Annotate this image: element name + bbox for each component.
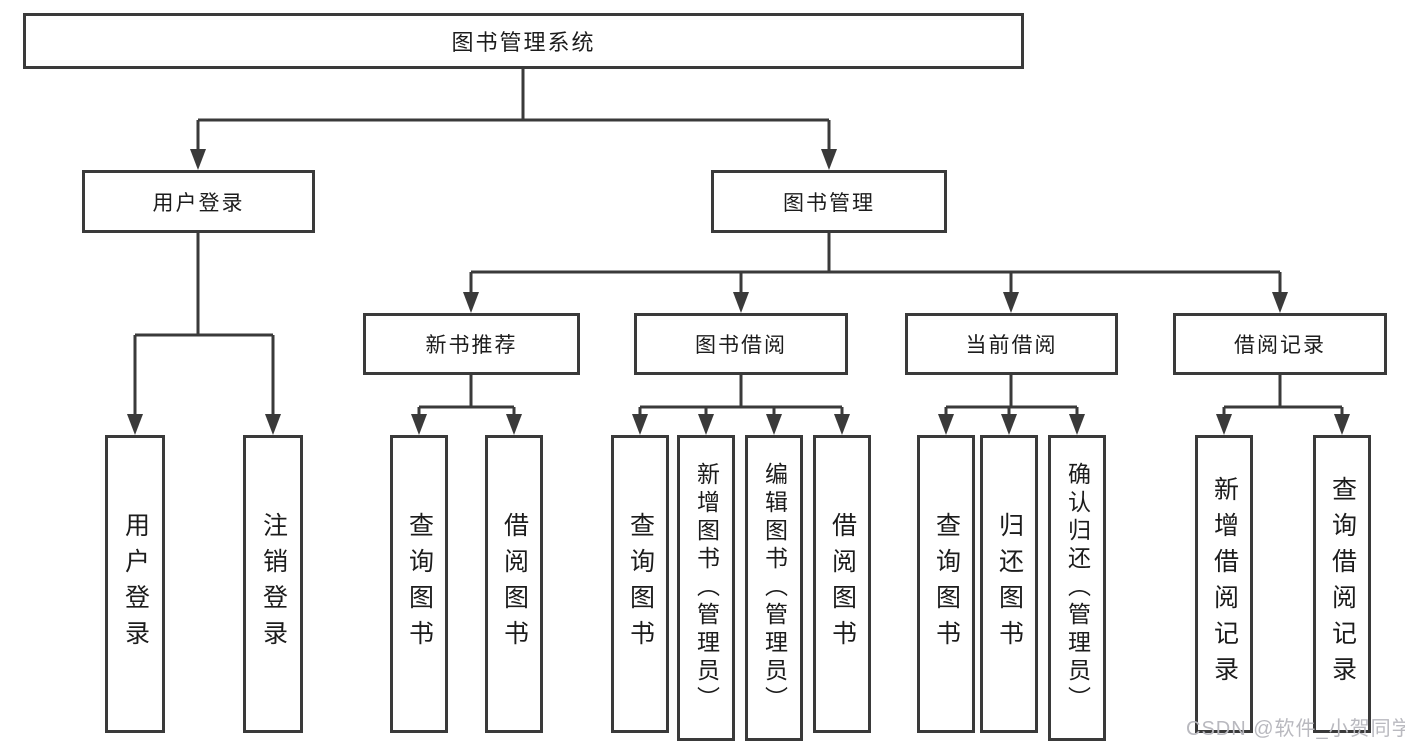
- leaf-confirm-return-admin: 确认归还（管理员）: [1048, 435, 1106, 741]
- leaf-borrow-books-borrowing-label: 借阅图书: [828, 512, 857, 656]
- node-current-borrowing: 当前借阅: [905, 313, 1118, 375]
- leaf-user-login-label: 用户登录: [121, 512, 150, 656]
- leaf-edit-book-admin-label: 编辑图书（管理员）: [761, 462, 788, 714]
- leaf-return-book: 归还图书: [980, 435, 1038, 733]
- node-book-management: 图书管理: [711, 170, 947, 233]
- leaf-add-book-admin: 新增图书（管理员）: [677, 435, 735, 741]
- node-borrowing-records-label: 借阅记录: [1234, 334, 1326, 357]
- node-current-borrowing-label: 当前借阅: [965, 334, 1058, 357]
- leaf-query-books-recommend-label: 查询图书: [405, 512, 434, 656]
- node-new-book-recommend: 新书推荐: [363, 313, 580, 375]
- leaf-logout-label: 注销登录: [259, 512, 288, 656]
- node-book-borrowing-label: 图书借阅: [695, 334, 787, 357]
- leaf-query-books-recommend: 查询图书: [390, 435, 448, 733]
- node-root: 图书管理系统: [23, 13, 1024, 69]
- leaf-add-book-admin-label: 新增图书（管理员）: [693, 462, 720, 714]
- node-borrowing-records: 借阅记录: [1173, 313, 1387, 375]
- node-book-borrowing: 图书借阅: [634, 313, 848, 375]
- leaf-query-borrow-record: 查询借阅记录: [1313, 435, 1371, 733]
- node-root-label: 图书管理系统: [451, 30, 596, 55]
- leaf-query-borrow-record-label: 查询借阅记录: [1328, 476, 1357, 692]
- node-user-login-label: 用户登录: [152, 191, 245, 215]
- leaf-query-books-current-label: 查询图书: [932, 512, 961, 656]
- leaf-edit-book-admin: 编辑图书（管理员）: [745, 435, 803, 741]
- leaf-logout: 注销登录: [243, 435, 303, 733]
- leaf-borrow-books-recommend-label: 借阅图书: [500, 512, 529, 656]
- node-new-book-recommend-label: 新书推荐: [425, 334, 518, 357]
- node-book-management-label: 图书管理: [783, 191, 875, 215]
- leaf-add-borrow-record-label: 新增借阅记录: [1210, 476, 1239, 692]
- leaf-query-books-current: 查询图书: [917, 435, 975, 733]
- leaf-query-books-borrowing-label: 查询图书: [626, 512, 655, 656]
- leaf-borrow-books-borrowing: 借阅图书: [813, 435, 871, 733]
- node-user-login: 用户登录: [82, 170, 315, 233]
- leaf-query-books-borrowing: 查询图书: [611, 435, 669, 733]
- leaf-add-borrow-record: 新增借阅记录: [1195, 435, 1253, 733]
- watermark: CSDN @软件_小贺同学: [1186, 718, 1405, 740]
- leaf-user-login: 用户登录: [105, 435, 165, 733]
- leaf-confirm-return-admin-label: 确认归还（管理员）: [1064, 462, 1091, 714]
- leaf-borrow-books-recommend: 借阅图书: [485, 435, 543, 733]
- leaf-return-book-label: 归还图书: [995, 512, 1024, 656]
